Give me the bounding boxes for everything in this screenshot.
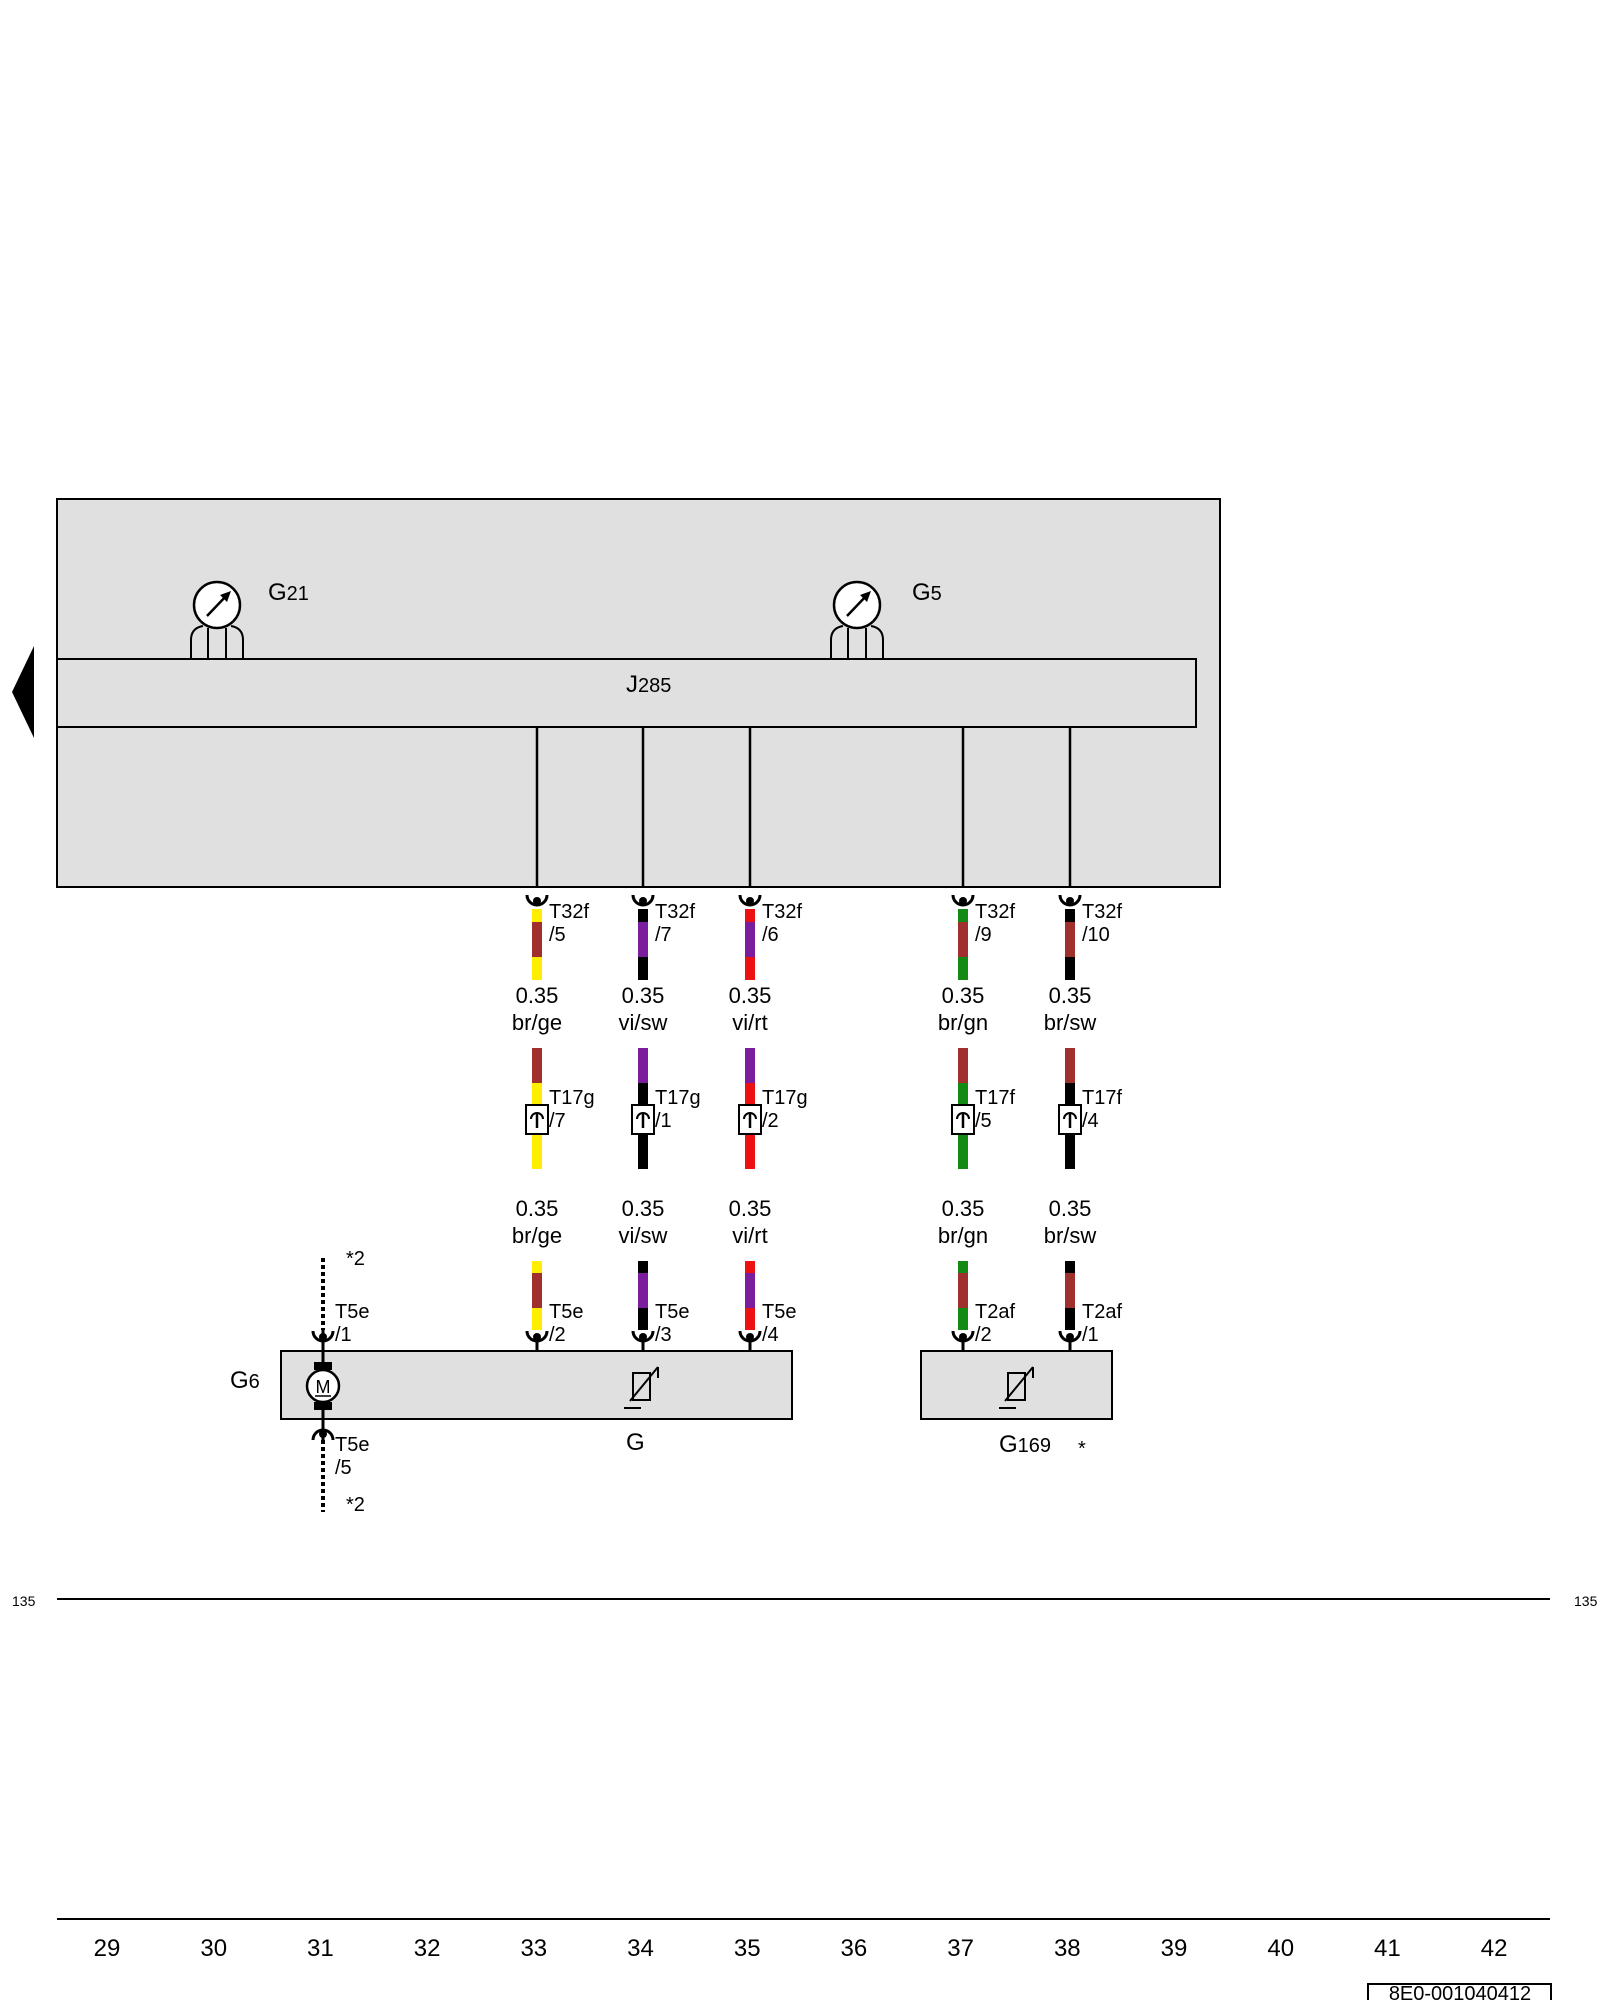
t32-connector-pin: /7 [655,924,672,946]
wire-size-top: 0.35 [1049,983,1092,1008]
t17-connector-pin: /4 [1082,1110,1099,1132]
ruler-number: 40 [1267,1935,1294,1962]
ruler-number: 41 [1374,1935,1401,1962]
ruler-number: 38 [1054,1935,1081,1962]
t32-connector-pin: /10 [1082,924,1110,946]
control-unit-j285 [56,658,1197,728]
sender-connector-pin: /3 [655,1324,672,1346]
separator-ref-left: 135 [12,1593,36,1609]
motor-connector-bottom-note: *2 [346,1494,365,1516]
motor-connector-top-pin: /1 [335,1324,352,1346]
wire-size-bottom: 0.35 [622,1196,665,1221]
ruler-numbers: 29 30 31 32 33 34 35 36 37 38 39 40 41 42 [94,1935,1508,1962]
wires-layer: T32f/50.35br/geT17g/70.35br/geT5e/2T32f/… [512,727,1122,1351]
ruler-number: 32 [414,1935,441,1962]
wire-color-code-top: vi/rt [732,1010,767,1035]
wire-size-bottom: 0.35 [942,1196,985,1221]
t17-connector-pin: /1 [655,1110,672,1132]
ruler-number: 34 [627,1935,654,1962]
ruler-number: 39 [1161,1935,1188,1962]
t32-connector-pin: /9 [975,924,992,946]
t17-connector-pin: /7 [549,1110,566,1132]
wire-color-code-top: vi/sw [619,1010,668,1035]
fuel-level-sender-icon [624,1366,659,1409]
t32-connector-label: T32f [549,901,589,923]
t17-connector-pin: /5 [975,1110,992,1132]
t17-connector-label: T17g [549,1087,595,1109]
t17-connector-label: T17g [655,1087,701,1109]
ruler-number: 30 [200,1935,227,1962]
motor-connector-bottom-label: T5e [335,1434,369,1456]
ruler-number: 42 [1481,1935,1508,1962]
motor-connector-top-label: T5e [335,1301,369,1323]
wire-color-code-bottom: br/gn [938,1223,988,1248]
ruler-number: 33 [520,1935,547,1962]
sender-connector-label: T5e [762,1301,796,1323]
wire-color-code-bottom: br/sw [1044,1223,1097,1248]
ruler-number: 35 [734,1935,761,1962]
sender-connector-pin: /1 [1082,1324,1099,1346]
t32-connector-label: T32f [975,901,1015,923]
ruler-number: 31 [307,1935,334,1962]
fuel-level-sender-g-label: G [626,1429,645,1456]
sender-connector-pin: /4 [762,1324,779,1346]
gauge-g5-icon [830,580,884,659]
wire-size-bottom: 0.35 [729,1196,772,1221]
svg-text:M: M [316,1377,331,1397]
wire-size-top: 0.35 [729,983,772,1008]
gauge-g21-icon [190,580,244,659]
t32-connector-label: T32f [1082,901,1122,923]
wire-size-top: 0.35 [516,983,559,1008]
sender-connector-label: T5e [549,1301,583,1323]
sender-connector-label: T5e [655,1301,689,1323]
t17-connector-label: T17f [975,1087,1015,1109]
wire-color-code-top: br/ge [512,1010,562,1035]
ruler-number: 37 [947,1935,974,1962]
fuel-pump-motor-icon: M [305,1368,341,1404]
gauge-g21-label: G21 [268,579,309,606]
control-unit-j285-label: J285 [626,671,671,698]
t32-connector-label: T32f [762,901,802,923]
wire-color-code-bottom: br/ge [512,1223,562,1248]
wire-color-code-top: br/gn [938,1010,988,1035]
wire-size-bottom: 0.35 [516,1196,559,1221]
fuel-sender-g169-box [920,1350,1113,1420]
ruler-number: 36 [841,1935,868,1962]
ruler-number: 29 [94,1935,121,1962]
separator-ref-right: 135 [1574,1593,1598,1609]
sender-connector-pin: /2 [549,1324,566,1346]
doc-code-box [1367,1983,1552,2000]
t17-connector-pin: /2 [762,1110,779,1132]
wire-color-code-top: br/sw [1044,1010,1097,1035]
motor-connector-top-note: *2 [346,1248,365,1270]
t17-connector-label: T17f [1082,1087,1122,1109]
wire-color-code-bottom: vi/sw [619,1223,668,1248]
sender-connector-pin: /2 [975,1324,992,1346]
fuel-sender-g169-note: * [1078,1438,1086,1460]
gauge-g5-label: G5 [912,579,942,606]
fuel-level-sender-2-icon [999,1366,1034,1409]
motor-connector-bottom-pin: /5 [335,1457,352,1479]
wire-size-bottom: 0.35 [1049,1196,1092,1221]
t32-connector-pin: /6 [762,924,779,946]
fuel-pump-g6-label: G6 [230,1367,260,1394]
t32-connector-pin: /5 [549,924,566,946]
wire-size-top: 0.35 [622,983,665,1008]
fuel-sender-unit-box [280,1350,793,1420]
t17-connector-label: T17g [762,1087,808,1109]
fuel-sender-g169-label: G169 [999,1431,1051,1458]
t32-connector-label: T32f [655,901,695,923]
wire-size-top: 0.35 [942,983,985,1008]
left-continuation-arrow [12,646,34,738]
sender-connector-label: T2af [1082,1301,1122,1323]
doc-code: 8E0-001040412 [1389,1983,1531,2000]
sender-connector-label: T2af [975,1301,1015,1323]
wire-color-code-bottom: vi/rt [732,1223,767,1248]
